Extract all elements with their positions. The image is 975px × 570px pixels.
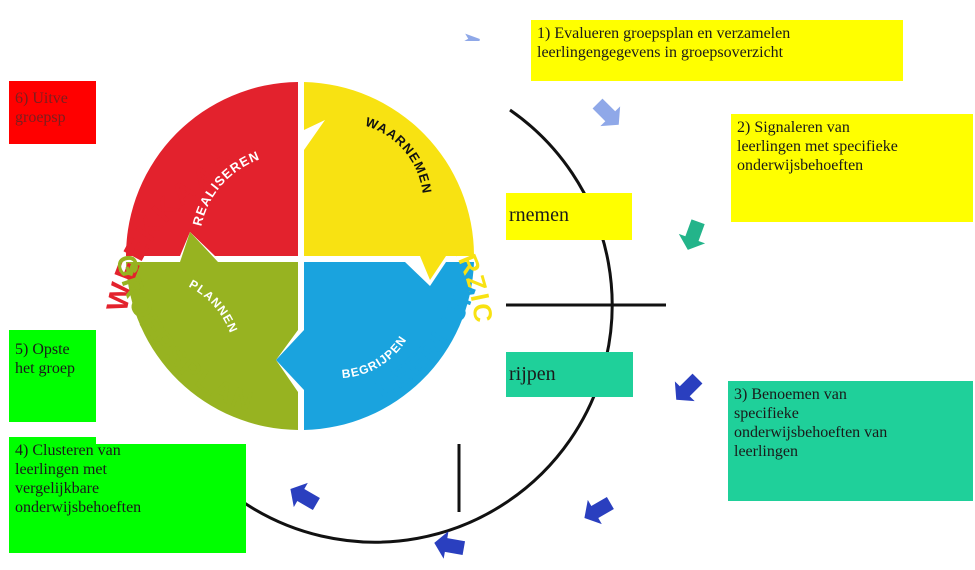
phase-begrijpen-box: rijpen — [505, 352, 633, 397]
step2-line: onderwijsbehoeften — [737, 157, 864, 174]
quadrant-realiseren — [126, 82, 298, 256]
step3-line: 3) Benoemen van — [734, 386, 847, 403]
step6-line: groepsp — [15, 109, 66, 126]
step5-line: 5) Opste — [15, 341, 70, 358]
step4-box: 4) Clusteren van leerlingen met vergelij… — [9, 437, 246, 553]
quadrant-begrijpen — [276, 262, 474, 430]
arrow-icon — [434, 531, 466, 559]
step3-box: 3) Benoemen van specifieke onderwijsbeho… — [728, 381, 973, 501]
step6-line: 6) Uitve — [15, 90, 68, 107]
phase-begrijpen-label: rijpen — [509, 363, 556, 385]
step1-line: 1) Evalueren groepsplan en verzamelen — [537, 25, 791, 42]
quadrant-waarnemen — [304, 82, 474, 280]
step3-line: specifieke — [734, 405, 799, 422]
phase-waarnemen-box: rnemen — [505, 193, 632, 240]
quadrant-plannen — [126, 232, 298, 430]
step4-line: 4) Clusteren van — [15, 442, 121, 459]
step1-box: 1) Evalueren groepsplan en verzamelen le… — [531, 20, 903, 81]
step4-line: vergelijkbare — [15, 480, 100, 497]
step4-line: onderwijsbehoeften — [15, 499, 142, 516]
step3-line: leerlingen — [734, 443, 798, 460]
step1-line: leerlingengegevens in groepsoverzicht — [537, 44, 784, 61]
step5-line: het groep — [15, 360, 75, 377]
step2-line: leerlingen met specifieke — [737, 138, 898, 155]
arrow-icon — [290, 482, 320, 511]
arrow-icon — [674, 373, 703, 402]
step4-line: leerlingen met — [15, 461, 107, 478]
arrow-icon — [584, 496, 614, 525]
step3-line: onderwijsbehoeften van — [734, 424, 888, 441]
step2-box: 2) Signaleren van leerlingen met specifi… — [731, 114, 973, 222]
arrow-icon — [592, 98, 621, 127]
phase-waarnemen-label: rnemen — [509, 204, 569, 226]
arrow-icon — [678, 219, 706, 250]
step2-line: 2) Signaleren van — [737, 119, 850, 136]
